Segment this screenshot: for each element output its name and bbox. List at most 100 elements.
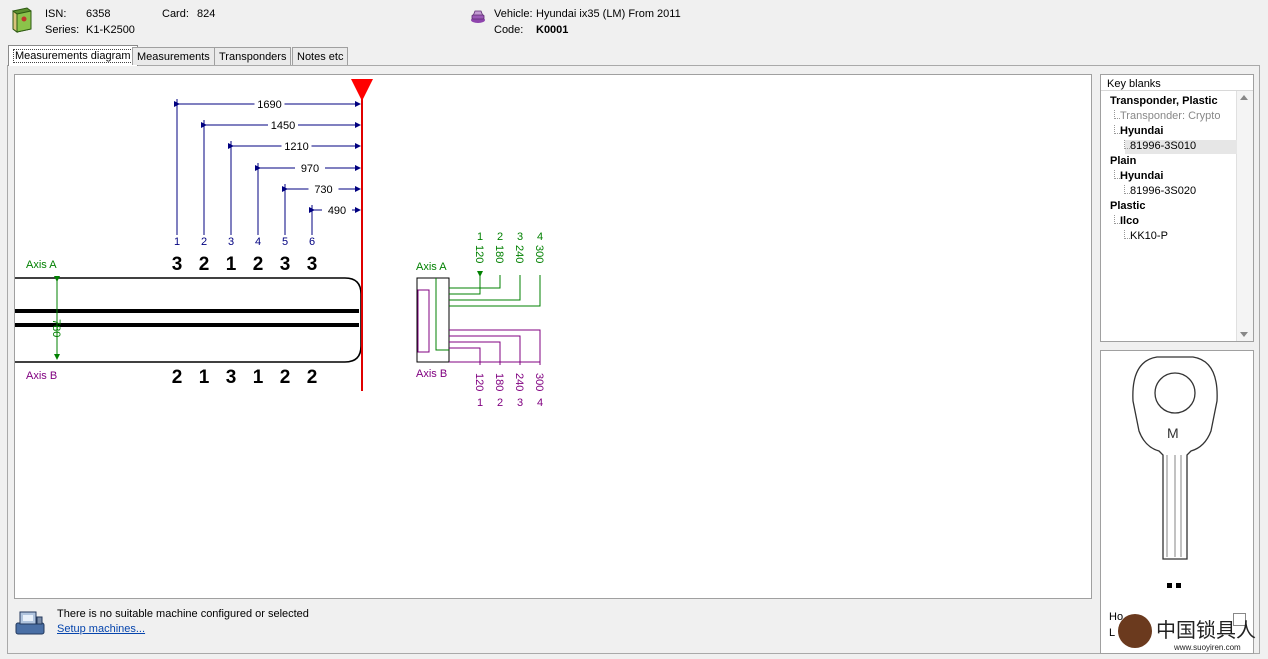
book-icon [10,7,34,33]
key-blank-item[interactable]: 81996-3S020 [1130,185,1197,197]
axis-b-cut: 2 [172,367,183,388]
watermark: 中国锁具人 www.suoyiren.com [1118,612,1264,656]
scroll-up-icon[interactable] [1240,95,1248,100]
key-logo: M [1167,425,1179,441]
axis-b-label: Axis B [26,370,57,382]
vehicle-label: Vehicle: [494,8,533,20]
key-image-panel: M Ho L [1100,350,1254,654]
depth-number-b: 1 [477,397,483,409]
scroll-down-icon[interactable] [1240,332,1248,337]
depth-number-a: 1 [477,231,483,243]
depth-number-b: 2 [497,397,503,409]
dimension-label-bg [281,139,312,151]
tab-label: Measurements diagram [13,49,133,63]
depth-value-a: 300 [533,245,545,263]
cut-positions: 1 2 3 4 5 6 [174,236,315,248]
dimension-label: 730 [314,184,332,196]
key-blank-item[interactable]: Plain [1110,155,1137,167]
axis-a-cut: 3 [280,254,291,275]
tab-label: Measurements [137,51,210,63]
axis-a-cut: 2 [199,254,210,275]
isn-value: 6358 [86,8,111,20]
dimension-label-bg [268,118,298,130]
hook-label: Ho [1109,611,1124,623]
key-blank-item[interactable]: Hyundai [1120,170,1164,182]
cut-position-label: 3 [228,236,234,248]
tree-connector [1124,185,1130,194]
key-blank-item[interactable]: Transponder: Crypto [1120,110,1221,122]
depth-value-b: 240 [513,373,525,391]
key-blank-item[interactable]: Transponder, Plastic [1110,95,1218,107]
axis-b-cut: 1 [199,367,210,388]
tab-label: Notes etc [297,51,344,63]
tab-measurements-diagram[interactable]: Measurements diagram [8,45,138,66]
tab-measurements[interactable]: Measurements [132,47,215,65]
cut-position-label: 6 [309,236,315,248]
setup-machines-link[interactable]: Setup machines... [57,623,146,635]
blade-width-label: 780 [50,319,62,337]
cut-position-label: 4 [255,236,261,248]
dimension-label-bg [254,97,285,109]
dimension-label: 1690 [257,99,281,111]
key-blank-item[interactable]: Ilco [1120,215,1139,227]
checkbox-icon[interactable] [1233,613,1246,626]
depth-value-a: 180 [493,245,505,263]
tab-transponders[interactable]: Transponders [214,47,292,65]
selected-row-highlight [1125,140,1237,154]
tree-connector [1114,170,1120,179]
key-blade [15,276,362,363]
depth-diagram [416,275,541,365]
axis-b-cut: 2 [280,367,291,388]
axis-b-cut: 3 [226,367,237,388]
series-label: Series: [45,24,80,36]
depth-number-b: 4 [537,397,543,409]
car-icon [470,6,486,24]
depth-value-a: 240 [513,245,525,263]
depth-value-b: 300 [533,373,545,391]
isn-label: ISN: [45,8,67,20]
tree-connector [1114,125,1120,134]
key-blank-item[interactable]: Plastic [1110,200,1146,212]
tree-connector [1124,230,1130,239]
cut-position-label: 5 [282,236,288,248]
vehicle-value: Hyundai ix35 (LM) From 2011 [536,8,681,20]
depth-value-b: 120 [473,373,485,391]
series-value: K1-K2500 [86,24,135,36]
key-blank-item[interactable]: 81996-3S010 [1130,140,1197,152]
dimension-label-bg [322,203,352,215]
dimension-label: 1210 [284,141,308,153]
axis-a-cut: 1 [226,254,237,275]
depth-value-b: 180 [493,373,505,391]
key-blank-item[interactable]: Hyundai [1120,125,1164,137]
dimension-label: 490 [328,205,346,217]
axis-a-label: Axis A [26,259,57,271]
tree-connector [1124,140,1130,149]
dimension-label: 1450 [271,120,295,132]
key-blanks-scrollbar[interactable] [1236,91,1253,341]
cut-position-label: 2 [201,236,207,248]
tree-connector [1114,110,1120,119]
cut-position-label: 1 [174,236,180,248]
axis-b-cut: 2 [307,367,318,388]
tree-connector [1114,215,1120,224]
watermark-logo-icon [1118,614,1152,648]
code-label: Code: [494,24,524,36]
depth-number-b: 3 [517,397,523,409]
machine-icon [14,607,46,637]
watermark-url: www.suoyiren.com [1174,643,1241,652]
key-blank-item[interactable]: KK10-P [1130,230,1168,242]
tab-notes[interactable]: Notes etc [292,47,349,65]
depth-axis-b-label: Axis B [416,368,447,380]
dimension-label-bg [295,161,325,173]
axis-b-cut: 1 [253,367,264,388]
dimension-label-bg [308,182,339,194]
code-value: K0001 [536,24,569,36]
shoulder-stop [351,79,373,391]
card-label: Card: [162,8,189,20]
